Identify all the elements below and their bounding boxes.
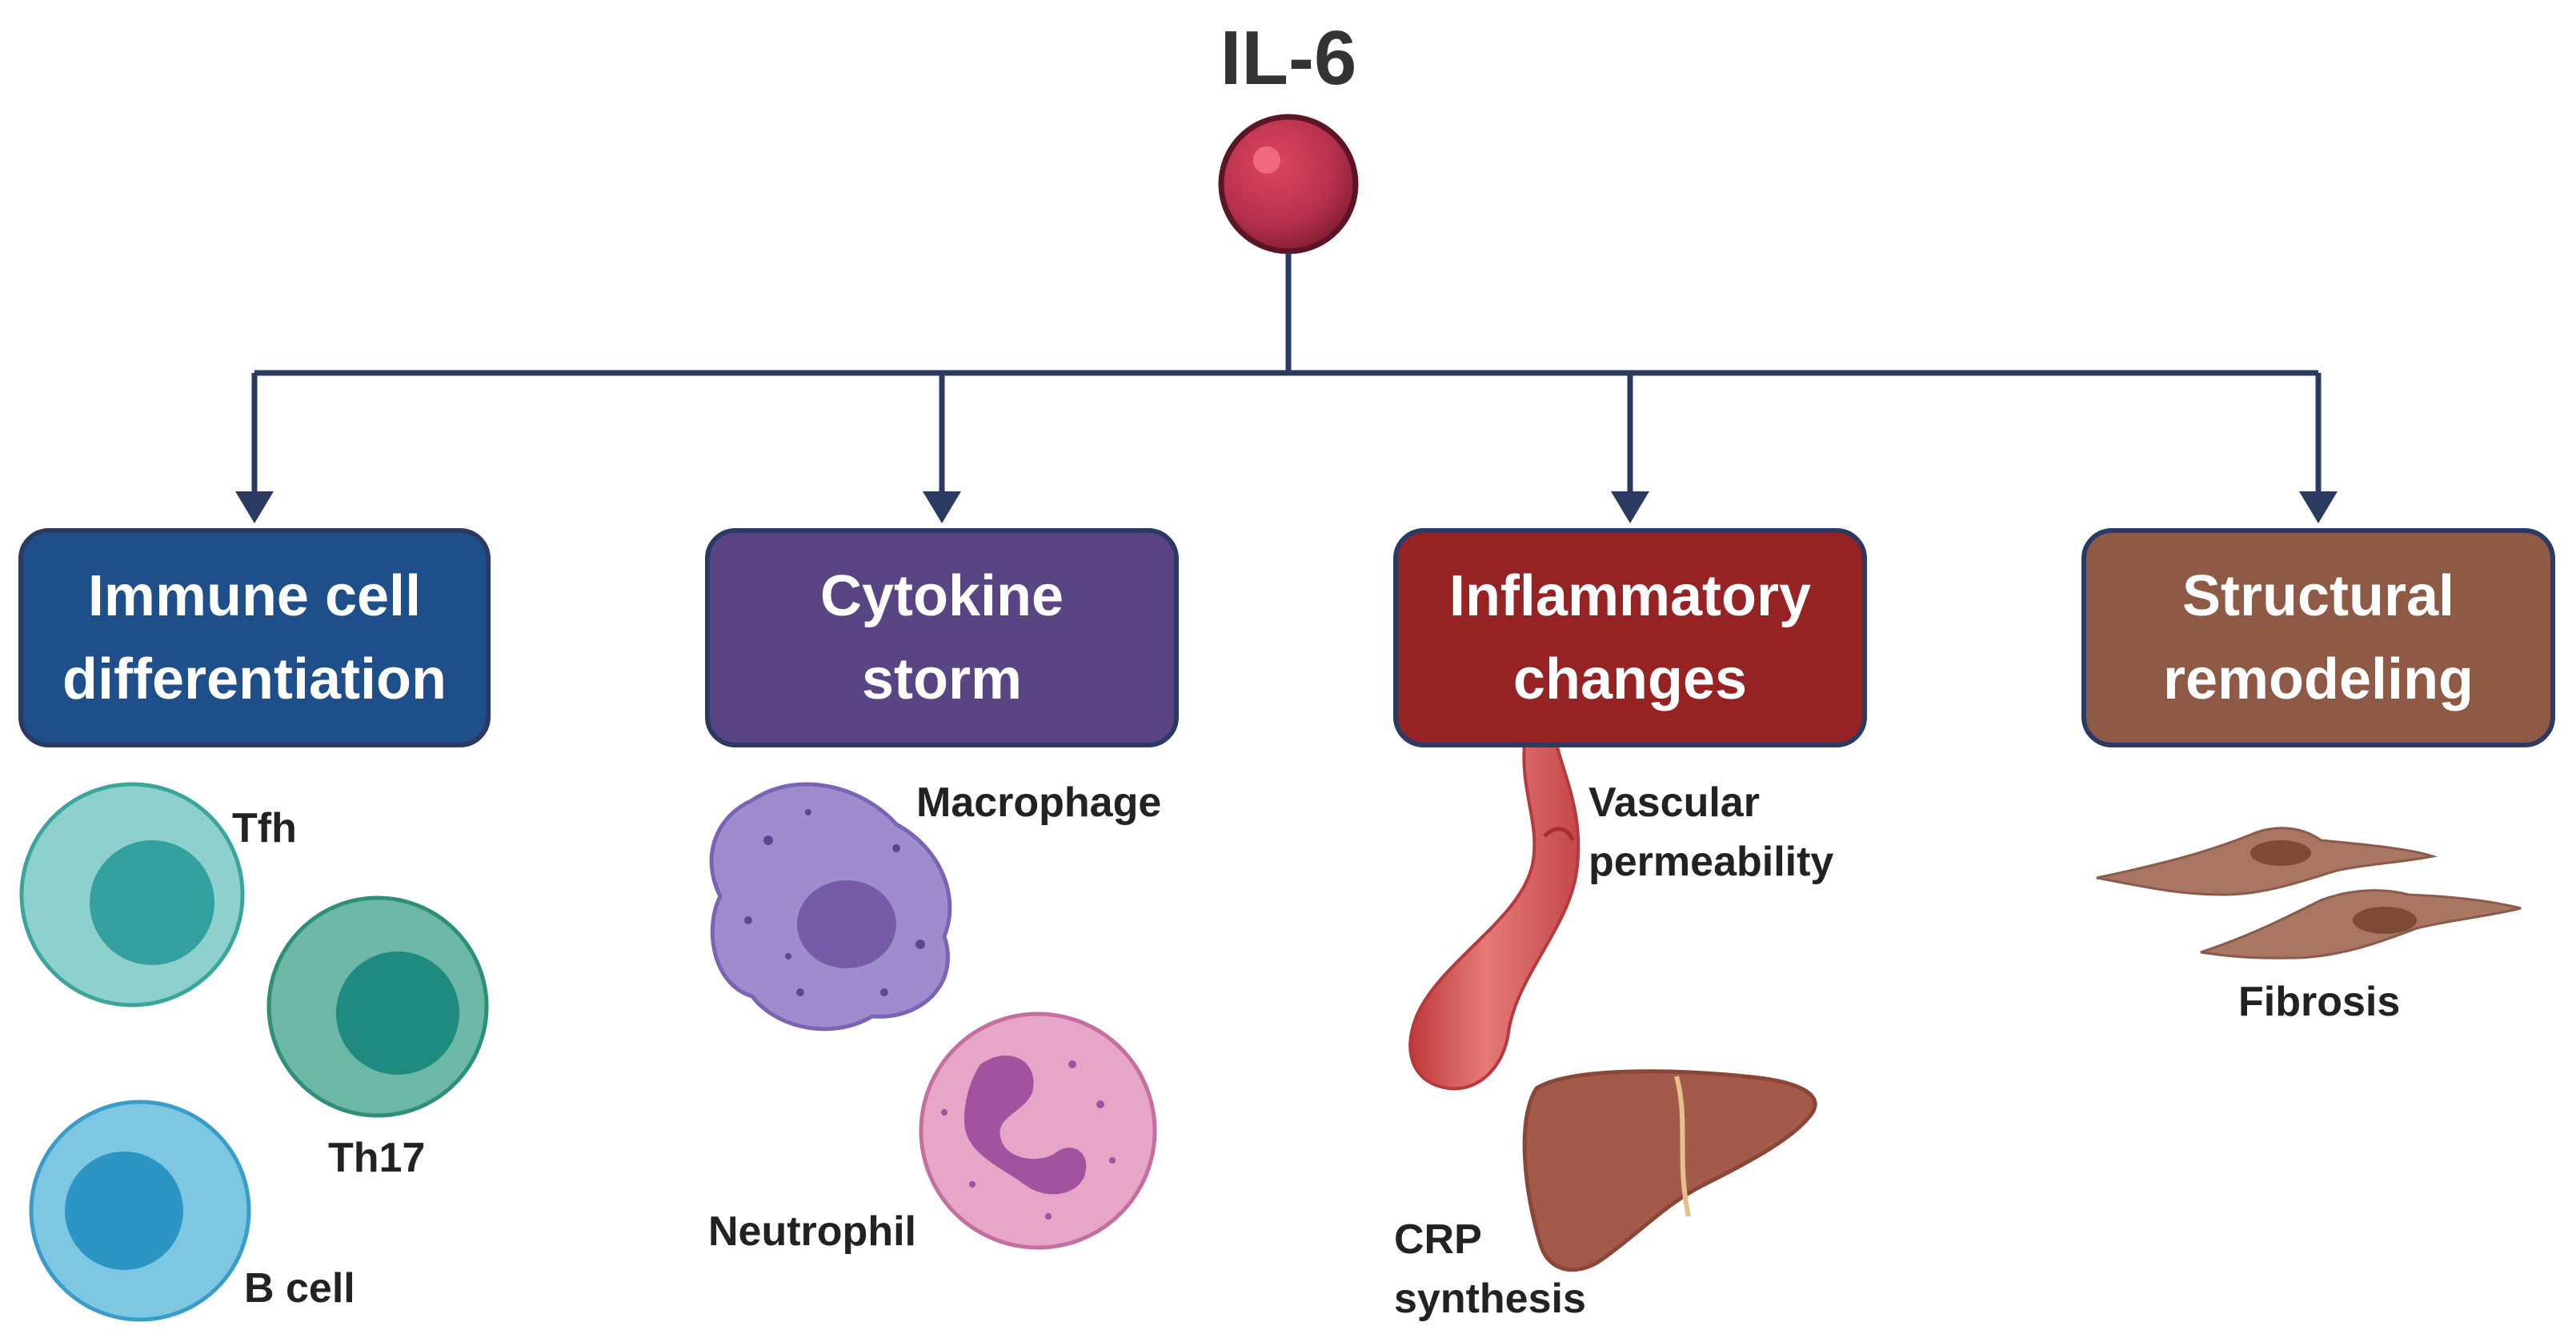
fibroblast-icon-1 [2096, 827, 2438, 896]
box-immune-cell-differentiation: Immune cell differentiation [18, 528, 491, 747]
label-tfh: Tfh [232, 805, 297, 851]
label-th17: Th17 [328, 1135, 426, 1181]
label-crp-synthesis: CRP synthesis [1394, 1216, 1586, 1322]
tfh-cell-icon [19, 782, 245, 1008]
label-macrophage: Macrophage [916, 779, 1162, 826]
liver-icon [1522, 1069, 1817, 1272]
connector-lines [251, 253, 2322, 500]
box-cytokine-storm: Cytokine storm [705, 528, 1179, 747]
il6-molecule-icon [1218, 114, 1359, 254]
neutrophil-icon [919, 1012, 1157, 1250]
arrow-inflammatory [1611, 491, 1649, 523]
fibroblast-icon-2 [2200, 889, 2522, 959]
th17-cell-icon [266, 895, 489, 1118]
macrophage-icon [709, 782, 952, 1032]
arrowheads [235, 491, 2338, 523]
label-b-cell: B cell [244, 1265, 355, 1312]
arrow-structural [2299, 491, 2338, 523]
box-label-immune: Immune cell differentiation [62, 564, 447, 711]
label-vascular-permeability: Vascular permeability [1588, 779, 1834, 885]
box-label-structural: Structural remodeling [2162, 564, 2474, 711]
box-structural-remodeling: Structural remodeling [2081, 528, 2555, 747]
label-fibrosis: Fibrosis [2238, 979, 2401, 1025]
blood-vessel-icon [1408, 743, 1580, 1091]
label-neutrophil: Neutrophil [708, 1208, 916, 1255]
il6-title: IL-6 [1220, 15, 1357, 101]
arrow-cytokine [923, 491, 961, 523]
b-cell-icon [29, 1100, 251, 1322]
box-label-cytokine: Cytokine storm [819, 564, 1064, 711]
box-inflammatory-changes: Inflammatory changes [1393, 528, 1867, 747]
arrow-immune [235, 491, 274, 523]
box-label-inflammatory: Inflammatory changes [1448, 564, 1812, 711]
